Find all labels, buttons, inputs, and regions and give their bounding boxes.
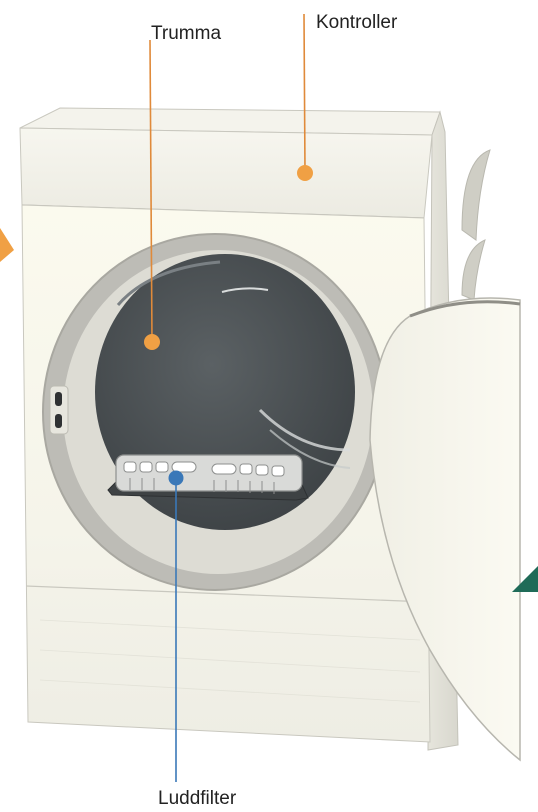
controls-callout-line: [304, 14, 305, 173]
drum-label: Trumma: [151, 24, 221, 43]
lint-filter-callout-dot: [169, 471, 184, 486]
controls-label: Kontroller: [316, 13, 397, 32]
controls-callout-dot: [297, 165, 313, 181]
side-vent-upper: [462, 150, 490, 240]
drum-callout-dot: [144, 334, 160, 350]
side-vent-lower: [462, 240, 485, 300]
orange-accent: [0, 228, 14, 262]
lint-filter-label: Luddfilter: [158, 789, 236, 808]
control-panel: [20, 128, 432, 218]
